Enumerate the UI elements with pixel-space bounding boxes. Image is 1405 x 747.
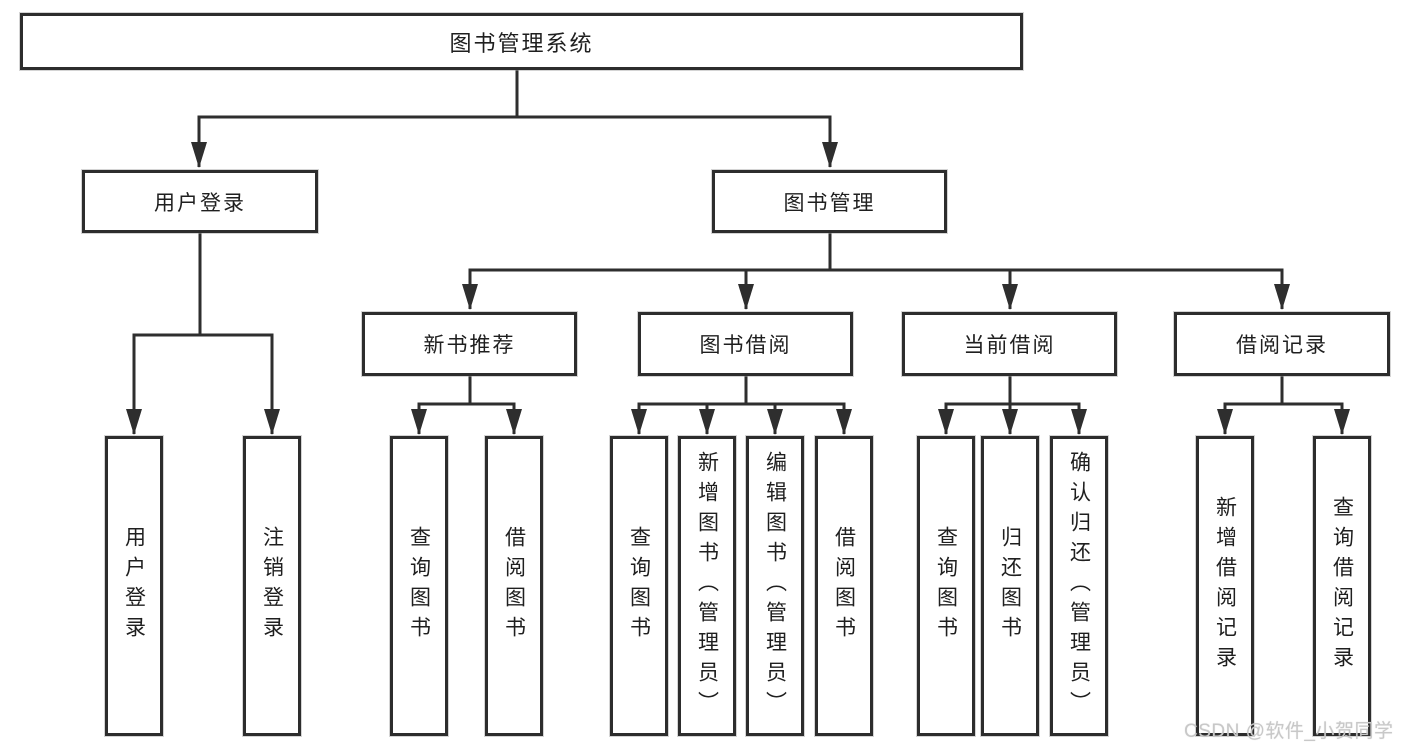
leaf-bb-edit-books-label: 编辑图书（管理员） (763, 451, 787, 721)
node-borrow-records: 借阅记录 (1174, 312, 1390, 376)
node-user-login: 用户登录 (82, 170, 318, 233)
node-book-borrow-label: 图书借阅 (699, 334, 792, 357)
node-current-borrow-label: 当前借阅 (963, 334, 1056, 357)
node-book-mgmt-label: 图书管理 (783, 191, 876, 215)
leaf-br-query-record-label: 查询借阅记录 (1330, 496, 1354, 676)
leaf-br-query-record: 查询借阅记录 (1313, 436, 1371, 736)
node-new-book-rec: 新书推荐 (362, 312, 577, 376)
leaf-cb-return-books: 归还图书 (981, 436, 1039, 736)
leaf-user-login: 用户登录 (105, 436, 163, 736)
leaf-cb-confirm-return-label: 确认归还（管理员） (1067, 451, 1091, 721)
leaf-logout: 注销登录 (243, 436, 301, 736)
leaf-bb-query-books: 查询图书 (610, 436, 668, 736)
node-book-borrow: 图书借阅 (638, 312, 853, 376)
node-root-label: 图书管理系统 (449, 30, 594, 56)
watermark: CSDN @软件_小贺同学 (1184, 721, 1394, 742)
leaf-cb-return-books-label: 归还图书 (998, 526, 1022, 646)
leaf-br-add-record: 新增借阅记录 (1196, 436, 1254, 736)
node-root: 图书管理系统 (20, 13, 1023, 70)
leaf-cb-query-books: 查询图书 (917, 436, 975, 736)
node-current-borrow: 当前借阅 (902, 312, 1117, 376)
leaf-nb-query-books: 查询图书 (390, 436, 448, 736)
leaf-cb-query-books-label: 查询图书 (934, 526, 958, 646)
leaf-bb-query-books-label: 查询图书 (627, 526, 651, 646)
leaf-nb-query-books-label: 查询图书 (407, 526, 431, 646)
leaf-bb-add-books: 新增图书（管理员） (678, 436, 736, 736)
node-book-mgmt: 图书管理 (712, 170, 947, 233)
leaf-user-login-label: 用户登录 (122, 526, 146, 646)
leaf-bb-add-books-label: 新增图书（管理员） (695, 451, 719, 721)
node-user-login-label: 用户登录 (154, 191, 246, 215)
leaf-bb-borrow-books: 借阅图书 (815, 436, 873, 736)
leaf-br-add-record-label: 新增借阅记录 (1213, 496, 1237, 676)
node-new-book-rec-label: 新书推荐 (423, 334, 516, 357)
leaf-bb-borrow-books-label: 借阅图书 (832, 526, 856, 646)
leaf-nb-borrow-books: 借阅图书 (485, 436, 543, 736)
leaf-logout-label: 注销登录 (260, 526, 284, 646)
node-borrow-records-label: 借阅记录 (1236, 334, 1328, 357)
leaf-bb-edit-books: 编辑图书（管理员） (746, 436, 804, 736)
leaf-nb-borrow-books-label: 借阅图书 (502, 526, 526, 646)
leaf-cb-confirm-return: 确认归还（管理员） (1050, 436, 1108, 736)
